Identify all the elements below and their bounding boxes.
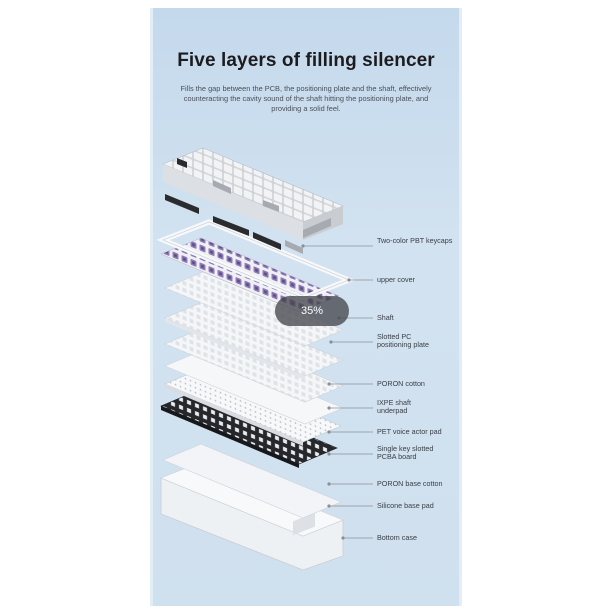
poron-cotton-layer [164,301,344,380]
label-bottom-case: Bottom case [377,533,417,542]
product-panel: Five layers of filling silencer Fills th… [150,8,462,606]
label-keycaps: Two-color PBT keycaps [377,236,453,245]
page-subtitle: Fills the gap between the PCB, the posit… [180,84,432,113]
keycaps-layer [162,147,344,254]
label-ixpe-underpad: IXPE shaft underpad [377,398,411,416]
progress-overlay: 35% [275,296,349,326]
label-shaft: Shaft [377,313,394,322]
positioning-plate-layer [164,271,344,347]
label-silicone-base-pad: Silicone base pad [377,501,434,510]
ixpe-underpad-layer [164,327,344,403]
label-poron-base-cotton: PORON base cotton [377,479,443,488]
label-upper-cover: upper cover [377,275,415,284]
label-poron-cotton: PORON cotton [377,379,425,388]
bottom-case-layer [160,461,344,571]
label-pet-pad: PET voice actor pad [377,427,442,436]
label-positioning-plate: Slotted PC positioning plate [377,332,429,350]
page-title: Five layers of filling silencer [177,50,435,71]
silicone-base-pad-layer [162,443,342,519]
exploded-keyboard-diagram [156,147,373,571]
label-pcba-board: Single key slotted PCBA board [377,444,434,462]
